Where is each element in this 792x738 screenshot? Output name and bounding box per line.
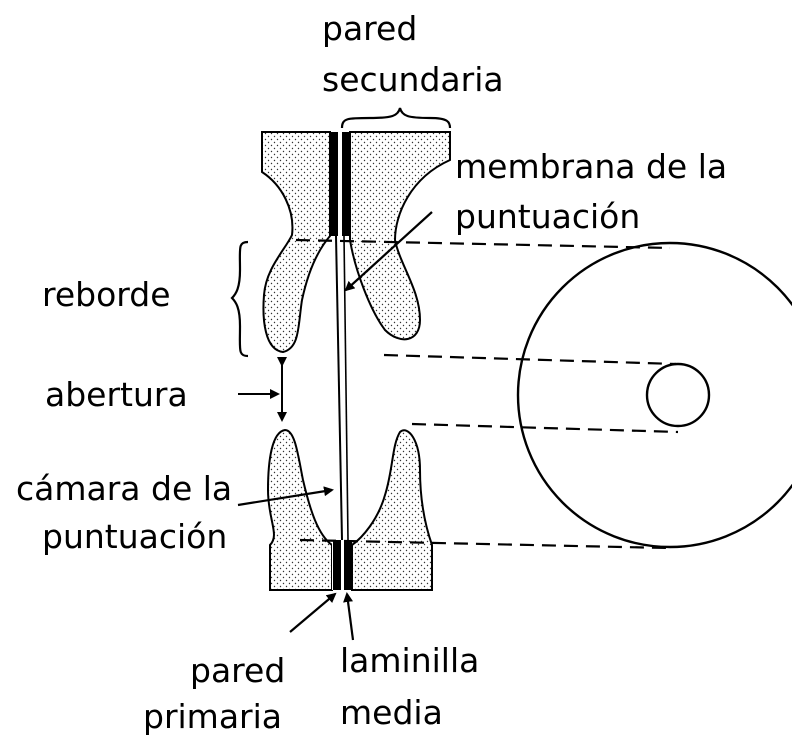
primary-wall-pointer — [289, 592, 337, 633]
pit-aperture-face-view — [645, 362, 711, 428]
primary-wall-lower-right — [344, 540, 352, 590]
middle-lamella-pointer — [343, 592, 355, 641]
secondary-wall-upper-left — [261, 131, 331, 354]
projection-line-top — [295, 238, 671, 250]
label-pit-membrane-line1: membrana de la — [455, 147, 727, 186]
secondary-wall-brace — [340, 107, 452, 129]
projection-line-bottom — [299, 538, 669, 550]
label-middle-lamella-line2: media — [340, 693, 443, 732]
label-middle-lamella-line1: laminilla — [340, 641, 479, 680]
label-pit-membrane-line2: puntuación — [455, 197, 640, 236]
label-border: reborde — [42, 275, 171, 314]
projection-line-aperture-top — [383, 353, 677, 366]
label-pit-chamber-line2: puntuación — [42, 517, 227, 556]
label-pit-chamber-line1: cámara de la — [16, 469, 232, 508]
chamber-pointer — [237, 486, 334, 507]
label-primary-wall-line2: primaria — [143, 697, 282, 736]
border-brace — [230, 240, 249, 358]
membrane-pointer — [344, 211, 433, 292]
pit-membrane — [335, 235, 343, 541]
projection-line-aperture-bottom — [411, 422, 679, 434]
secondary-wall-lower-left — [266, 428, 333, 591]
primary-wall-lower-left — [333, 540, 341, 590]
primary-wall-upper-left — [330, 132, 338, 236]
label-secondary-wall-line2: secundaria — [322, 60, 504, 99]
label-primary-wall-line1: pared — [190, 651, 285, 690]
primary-wall-upper-right — [342, 132, 350, 236]
secondary-wall-lower-right — [351, 429, 433, 591]
secondary-wall-upper-right — [349, 131, 451, 341]
label-aperture: abertura — [45, 375, 188, 414]
pit-membrane-edge — [343, 235, 349, 541]
label-secondary-wall-line1: pared — [322, 9, 417, 48]
pit-border-face-view — [516, 241, 792, 549]
